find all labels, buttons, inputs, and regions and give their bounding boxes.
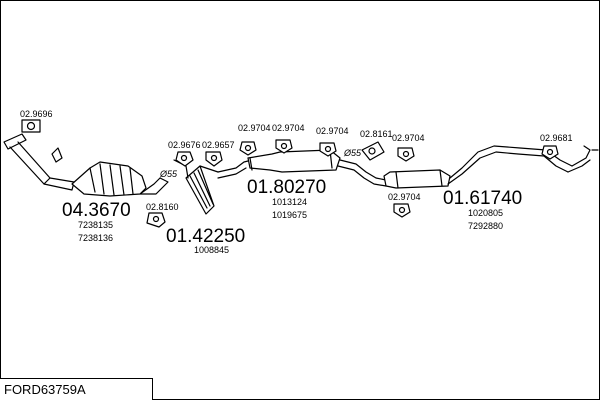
hanger-icon	[393, 203, 411, 218]
flange-diameter-label: Ø55	[159, 169, 178, 179]
accessory-label: 02.9704	[392, 133, 425, 143]
hanger-icon	[541, 145, 559, 160]
hanger-icon	[319, 142, 337, 157]
accessory-label: 02.9704	[272, 123, 305, 133]
accessory-label: 02.8160	[146, 202, 179, 212]
flange-diameter-label: Ø55	[343, 148, 362, 158]
ref-number: 7238136	[78, 233, 113, 243]
accessory-label: 02.9704	[238, 123, 271, 133]
part-number-middle-silencer: 01.80270	[247, 177, 326, 198]
diagram-title: FORD63759A	[4, 382, 86, 397]
clamp-icon	[361, 141, 385, 161]
catalyst-icon	[71, 161, 169, 197]
middle-silencer-icon	[217, 149, 387, 187]
flex-pipe-icon	[173, 159, 219, 215]
part-number-catalyst: 04.3670	[62, 200, 131, 221]
ref-number: 7238135	[78, 220, 113, 230]
rear-silencer-icon	[383, 145, 599, 189]
accessory-label: 02.9696	[20, 109, 53, 119]
hanger-icon	[146, 212, 166, 228]
part-number-front-pipe: 01.42250	[166, 226, 245, 247]
clamp-icon	[205, 151, 223, 167]
ref-number: 1019675	[272, 210, 307, 220]
hanger-icon	[239, 141, 257, 156]
ref-number: 7292880	[468, 221, 503, 231]
ref-number: 1020805	[468, 208, 503, 218]
accessory-label: 02.8161	[360, 129, 393, 139]
gasket-icon	[21, 119, 41, 133]
accessory-label: 02.9704	[388, 192, 421, 202]
hanger-icon	[397, 147, 415, 162]
ref-number: 1013124	[272, 197, 307, 207]
part-number-rear-silencer: 01.61740	[443, 188, 522, 209]
clamp-icon	[175, 151, 194, 167]
ref-number: 1008845	[194, 245, 229, 255]
accessory-label: 02.9704	[316, 126, 349, 136]
front-flange-icon	[3, 133, 75, 191]
accessory-label: 02.9657	[202, 140, 235, 150]
hanger-icon	[275, 139, 293, 154]
accessory-label: 02.9681	[540, 133, 573, 143]
accessory-label: 02.9676	[168, 140, 201, 150]
diagram-title-box: FORD63759A	[0, 378, 153, 400]
